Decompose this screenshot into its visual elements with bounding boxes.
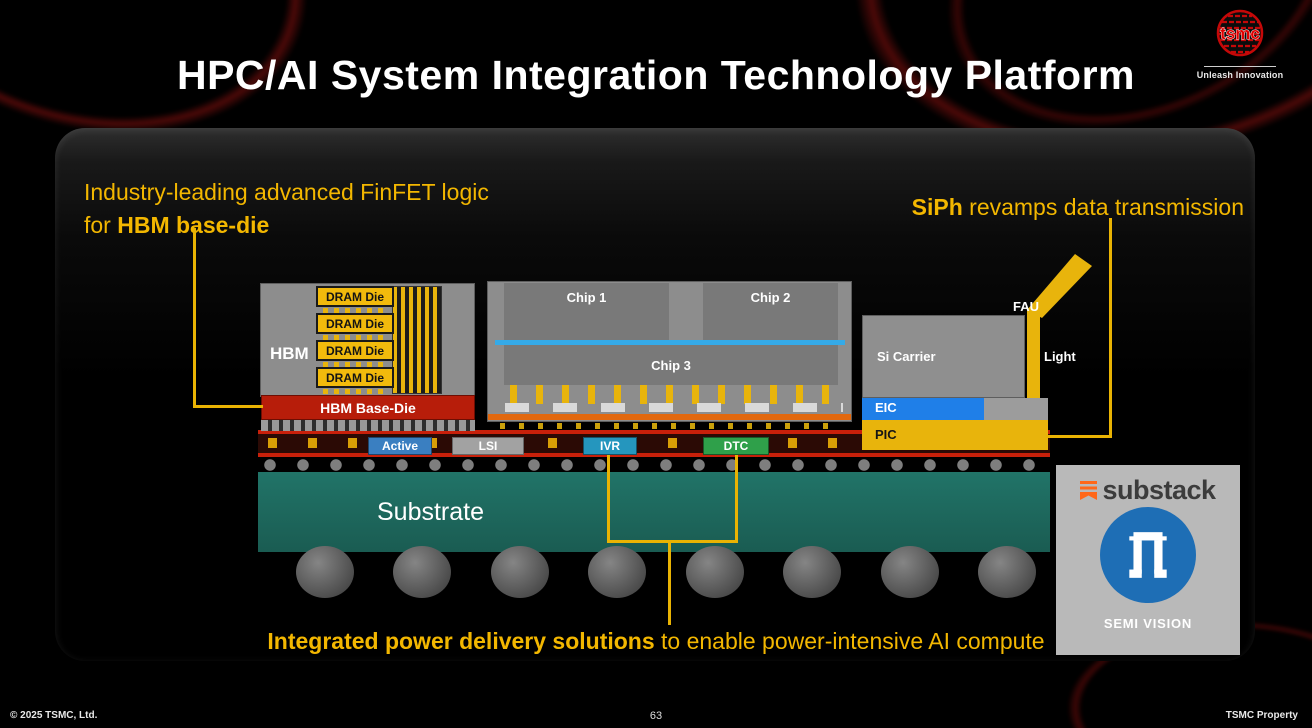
tsv-hatch xyxy=(392,286,442,394)
dtc-die-label: DTC xyxy=(703,437,769,455)
finfet-connector-vline xyxy=(193,228,196,408)
solder-ball xyxy=(490,546,549,598)
footer-copyright: © 2025 TSMC, Ltd. xyxy=(10,710,98,721)
power-callout-rest: to enable power-intensive AI compute xyxy=(654,628,1045,654)
microbump-row xyxy=(323,362,387,367)
substack-wordmark-row: substack xyxy=(1056,475,1240,506)
dram-die-3: DRAM Die xyxy=(316,340,394,361)
fau-label: FAU xyxy=(1013,299,1039,314)
footer-property-note: TSMC Property xyxy=(1225,710,1298,721)
solder-ball xyxy=(588,546,647,598)
eic-side-block xyxy=(984,398,1048,420)
si-carrier-label: Si Carrier xyxy=(877,349,936,364)
finfet-callout-line1: Industry-leading advanced FinFET logic xyxy=(84,179,489,205)
logo-divider xyxy=(1204,66,1276,67)
solder-ball xyxy=(393,546,452,598)
finfet-connector-hline xyxy=(193,405,263,408)
footer-page-number: 63 xyxy=(649,710,663,722)
microbump-row xyxy=(323,335,387,340)
microbump-row xyxy=(323,308,387,313)
bump-pads xyxy=(505,403,843,412)
dram-die-2: DRAM Die xyxy=(316,313,394,334)
light-label: Light xyxy=(1044,349,1076,364)
fau-ribbon-icon xyxy=(1027,254,1092,318)
power-connector-ivr-line xyxy=(607,455,610,543)
solder-ball xyxy=(880,546,939,598)
dram-die-4: DRAM Die xyxy=(316,367,394,388)
power-connector-hline xyxy=(607,540,738,543)
solder-ball xyxy=(296,546,354,598)
chip-3: Chip 3 xyxy=(504,345,838,385)
chip-2-label: Chip 2 xyxy=(750,290,791,305)
finfet-callout-line2: for xyxy=(84,211,118,238)
siph-connector-vline xyxy=(1109,218,1112,438)
hbm-base-die: HBM Base-Die xyxy=(261,395,475,420)
solder-ball-row xyxy=(296,546,1036,598)
substack-wordmark: substack xyxy=(1102,475,1216,505)
power-connector-dtc-line xyxy=(735,455,738,543)
tsmc-logo-icon: tsmc xyxy=(1216,9,1264,57)
bump-row xyxy=(262,459,1050,472)
tsmc-logo: tsmc Unleash Innovation xyxy=(1184,6,1296,80)
siph-callout-rest: revamps data transmission xyxy=(962,194,1244,220)
siph-callout: SiPh revamps data transmission xyxy=(912,191,1244,224)
finfet-callout: Industry-leading advanced FinFET logic f… xyxy=(84,176,489,241)
copper-pillars xyxy=(510,385,840,404)
ivr-die-label: IVR xyxy=(583,437,637,455)
rdl-layer xyxy=(488,414,851,420)
interposer-vias xyxy=(268,438,1042,448)
pic-block: PIC xyxy=(862,420,1048,450)
solder-ball xyxy=(977,546,1036,598)
dram-die-1: DRAM Die xyxy=(316,286,394,307)
chip-1: Chip 1 xyxy=(504,283,669,341)
power-callout-bold: Integrated power delivery solutions xyxy=(267,628,655,654)
chip-2: Chip 2 xyxy=(703,283,838,341)
semi-vision-glyph-icon xyxy=(1129,532,1167,578)
semi-vision-caption: SEMI VISION xyxy=(1103,616,1193,631)
tsmc-wordmark: tsmc xyxy=(1220,24,1260,43)
si-carrier xyxy=(862,315,1025,398)
hbm-label: HBM xyxy=(270,344,309,363)
hbm-underfill-hatch xyxy=(261,420,475,431)
semi-vision-logo xyxy=(1100,507,1196,603)
power-callout: Integrated power delivery solutions to e… xyxy=(156,625,1156,658)
chip-1-label: Chip 1 xyxy=(566,290,607,305)
siph-connector-hline xyxy=(1046,435,1112,438)
siph-callout-bold: SiPh xyxy=(911,194,963,220)
lsi-die-label: LSI xyxy=(452,437,524,455)
soc-bump-row xyxy=(500,423,840,429)
substrate-label: Substrate xyxy=(377,498,485,526)
substack-icon xyxy=(1080,481,1098,500)
active-die-label: Active xyxy=(368,437,432,455)
solder-ball xyxy=(783,546,842,598)
power-connector-vline xyxy=(668,540,671,625)
chip-3-label: Chip 3 xyxy=(651,357,691,373)
logo-tagline: Unleash Innovation xyxy=(1196,70,1284,80)
substrate xyxy=(258,472,1050,552)
bonding-layer xyxy=(495,340,845,345)
microbump-row xyxy=(323,389,387,394)
solder-ball xyxy=(685,546,744,598)
slide-title: HPC/AI System Integration Technology Pla… xyxy=(176,52,1136,98)
substack-watermark: substack SEMI VISION xyxy=(1056,465,1240,655)
eic-block: EIC xyxy=(862,398,984,420)
